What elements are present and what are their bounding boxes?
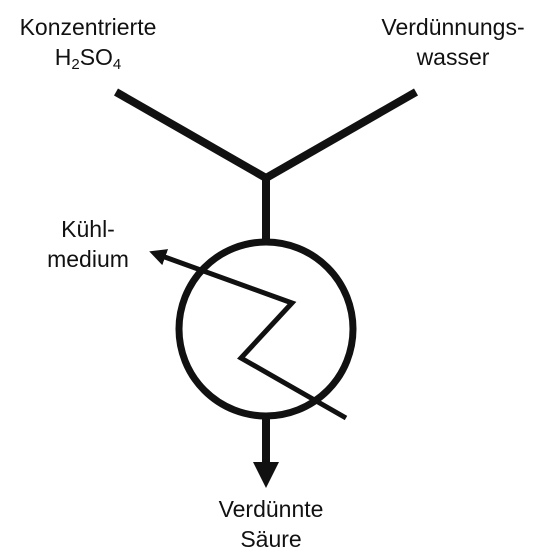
acid-inlet-label-formula: H2SO4 <box>54 44 122 73</box>
acid-feed-line <box>114 88 268 182</box>
acid-inlet-label: Konzentrierte H2SO4 <box>0 12 176 72</box>
coolant-label-line1: Kühl- <box>61 216 115 242</box>
water-inlet-label-line1: Verdünnungs- <box>381 14 525 40</box>
outlet-label: Verdünnte Säure <box>196 494 346 554</box>
water-inlet-label-line2: wasser <box>416 44 490 70</box>
water-inlet-label: Verdünnungs- wasser <box>368 12 538 72</box>
outlet-label-line1: Verdünnte <box>218 496 324 522</box>
coolant-label-line2: medium <box>47 246 129 272</box>
water-feed-line <box>264 88 418 182</box>
outlet-label-line2: Säure <box>240 526 302 552</box>
outlet-arrowhead <box>253 462 279 488</box>
acid-inlet-label-line1: Konzentrierte <box>19 14 157 40</box>
coolant-flow-arrow <box>149 249 348 421</box>
coolant-label: Kühl- medium <box>28 214 148 274</box>
